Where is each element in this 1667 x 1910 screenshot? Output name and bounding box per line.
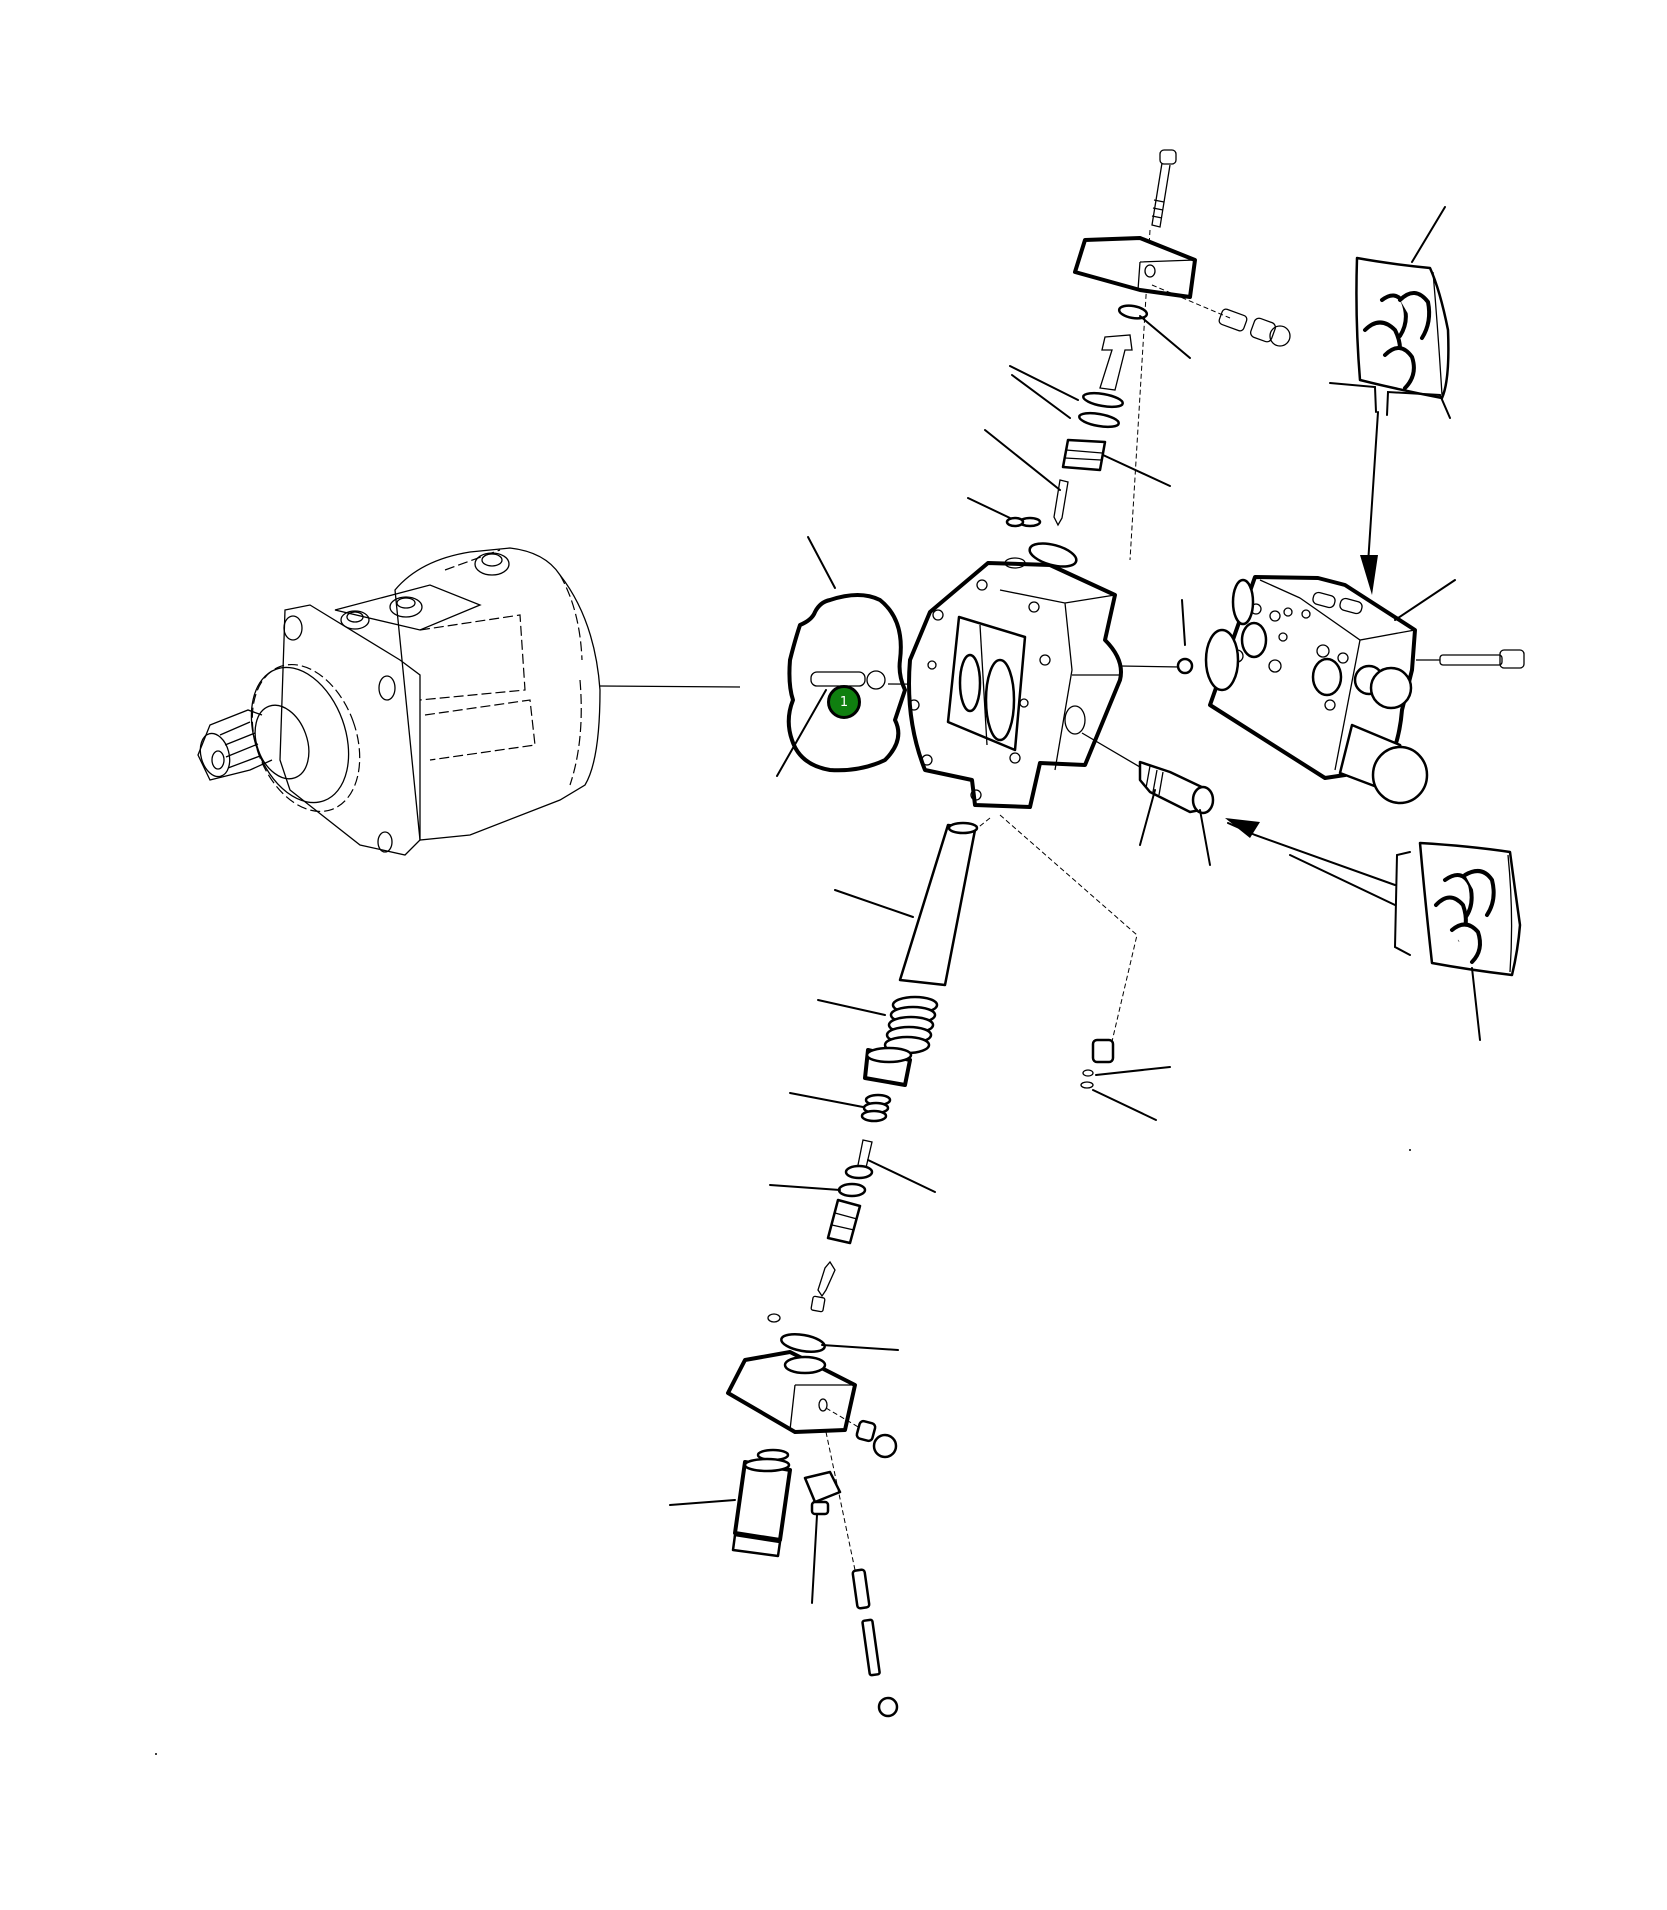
hydraulic-motor-illustration [197,547,741,856]
top-stack-illustration [967,149,1291,561]
pressure-fitting-illustration [1081,732,1215,866]
bottom-seal-kit-illustration [1225,818,1522,1041]
callout-label: 1 [839,694,849,710]
lower-spool-column-illustration [669,817,991,1718]
callout-badge-1[interactable]: 1 [827,685,861,719]
port-housing-illustration [907,516,1181,1051]
small-fittings-illustration [155,1038,1411,1755]
control-valve-block-illustration [1176,575,1525,805]
top-seal-kit-illustration [1329,206,1451,595]
